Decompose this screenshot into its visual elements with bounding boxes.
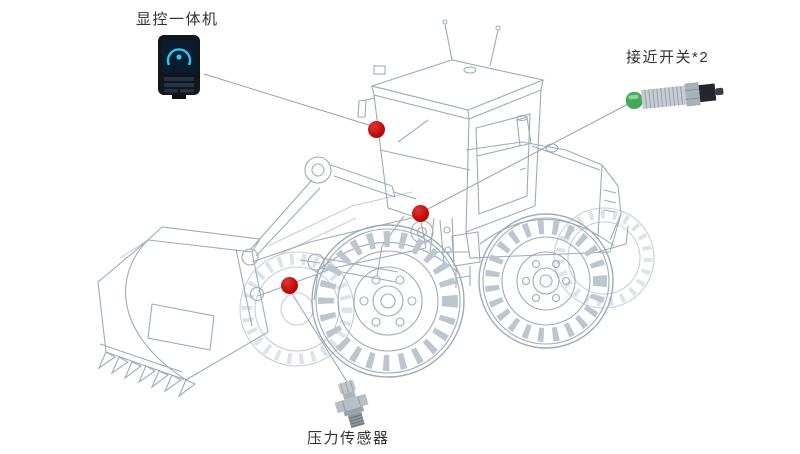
proximity-switch-image (625, 82, 724, 110)
marker-proximity-switch (412, 205, 429, 222)
display-unit-image (158, 35, 200, 99)
label-pressure-sensor: 压力传感器 (307, 430, 390, 447)
label-proximity-switch: 接近开关*2 (626, 49, 710, 66)
main-body-parts (97, 19, 629, 398)
marker-display-unit (368, 121, 385, 138)
pressure-sensor-image (334, 380, 369, 429)
far-side-parts (119, 191, 655, 367)
marker-pressure-sensor (281, 277, 298, 294)
label-display-unit: 显控一体机 (136, 11, 219, 28)
